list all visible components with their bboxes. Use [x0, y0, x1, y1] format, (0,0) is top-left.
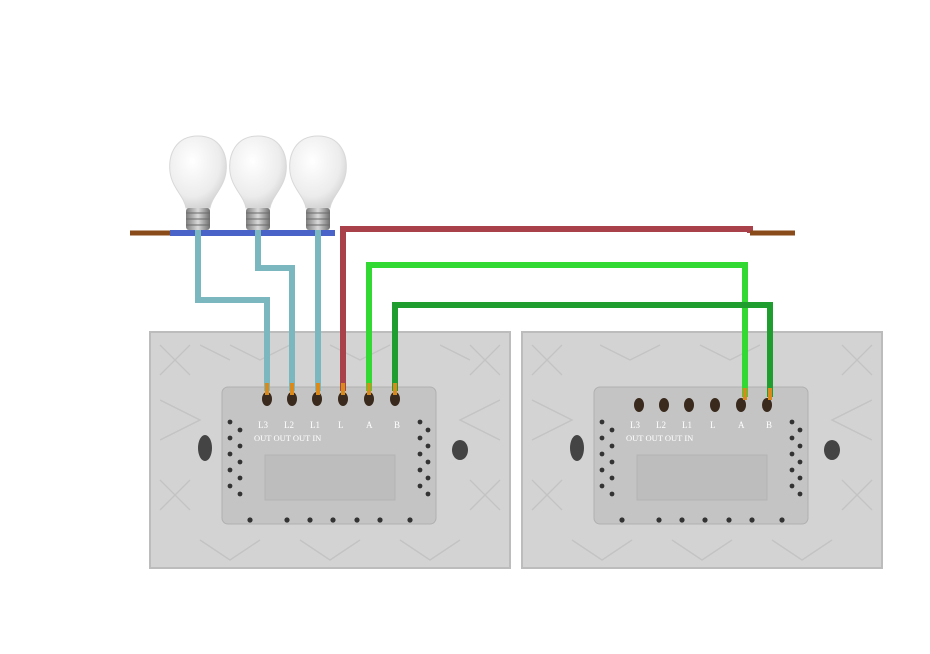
- out-in-label: OUT OUT OUT IN: [254, 433, 321, 443]
- mount-hole-right: [452, 440, 468, 460]
- light-bulb-icon: [289, 135, 347, 230]
- terminal-label: A: [738, 420, 745, 430]
- terminals-left: [262, 392, 400, 406]
- terminal-label: L1: [682, 420, 692, 430]
- light-bulb-icon: [169, 135, 227, 230]
- terminals-right: [634, 398, 772, 412]
- load-wire-l3: [195, 226, 270, 391]
- link-wire-b: [392, 302, 773, 397]
- link-wire-a: [366, 262, 748, 397]
- terminal-label: L3: [258, 420, 268, 430]
- module-vents: [599, 419, 803, 523]
- terminal-labels-right: L3 L2 L1 L A B OUT OUT OUT IN: [626, 420, 772, 443]
- module-label-plate: [264, 454, 396, 501]
- load-wire-l2: [255, 226, 295, 391]
- terminal-label: L1: [310, 420, 320, 430]
- mount-hole-right: [824, 440, 840, 460]
- module-vents: [227, 419, 431, 523]
- out-in-label: OUT OUT OUT IN: [626, 433, 693, 443]
- module-label-plate: [636, 454, 768, 501]
- terminal-label: L2: [656, 420, 666, 430]
- mount-hole-left: [570, 435, 584, 461]
- terminal-label: L: [338, 420, 344, 430]
- terminal-label: B: [766, 420, 772, 430]
- terminal-label: L: [710, 420, 716, 430]
- terminal-label: A: [366, 420, 373, 430]
- light-bulb-icon: [229, 135, 287, 230]
- terminal-label: L3: [630, 420, 640, 430]
- terminal-label: L2: [284, 420, 294, 430]
- wire-tips: [265, 383, 772, 400]
- terminal-label: B: [394, 420, 400, 430]
- panel-texture: [531, 344, 873, 561]
- switch-panel-right: L3 L2 L1 L A B OUT OUT OUT IN: [521, 331, 883, 569]
- mount-hole-left: [198, 435, 212, 461]
- terminal-labels-left: L3 L2 L1 L A B OUT OUT OUT IN: [254, 420, 400, 443]
- switch-panel-left: L3 L2 L1 L A B OUT OUT OUT IN: [149, 331, 511, 569]
